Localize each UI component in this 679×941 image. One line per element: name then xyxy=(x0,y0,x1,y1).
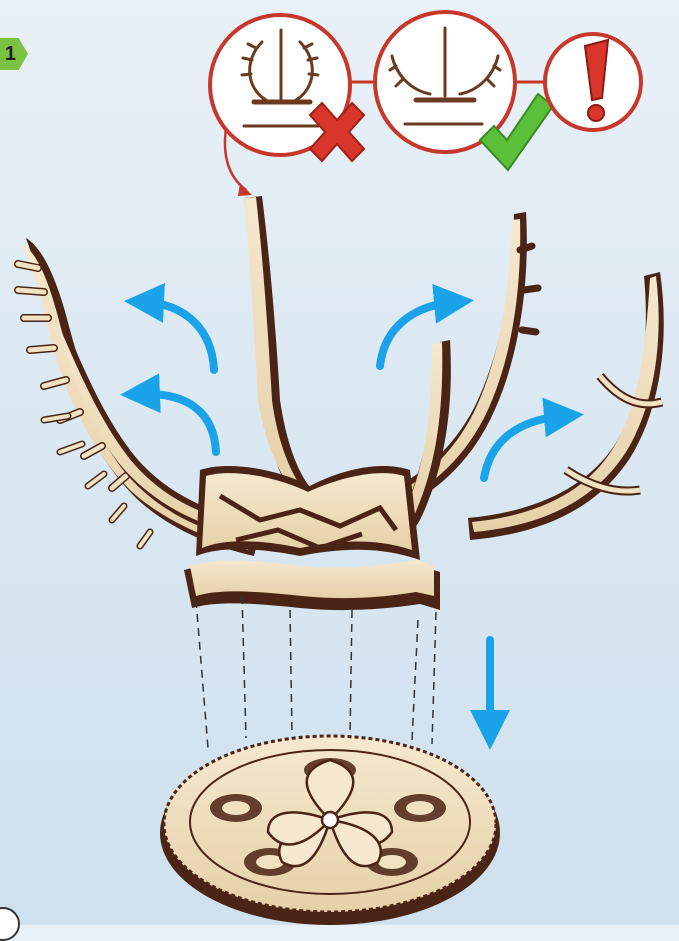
arrow-up-left-2 xyxy=(140,394,216,452)
right-outer-antler-piece xyxy=(468,272,664,540)
alignment-guides xyxy=(196,596,436,748)
right-center-antler-piece xyxy=(384,212,538,514)
center-antler-piece xyxy=(244,196,312,500)
wrong-orientation-hint xyxy=(210,15,364,161)
arrow-up-left-1 xyxy=(144,302,214,370)
gear-base xyxy=(160,736,500,925)
warning-hint xyxy=(545,34,641,130)
antler-hub xyxy=(184,466,440,610)
arrow-up-right-2 xyxy=(484,416,564,478)
antler-assembly xyxy=(18,196,664,610)
correct-orientation-hint xyxy=(375,12,553,170)
